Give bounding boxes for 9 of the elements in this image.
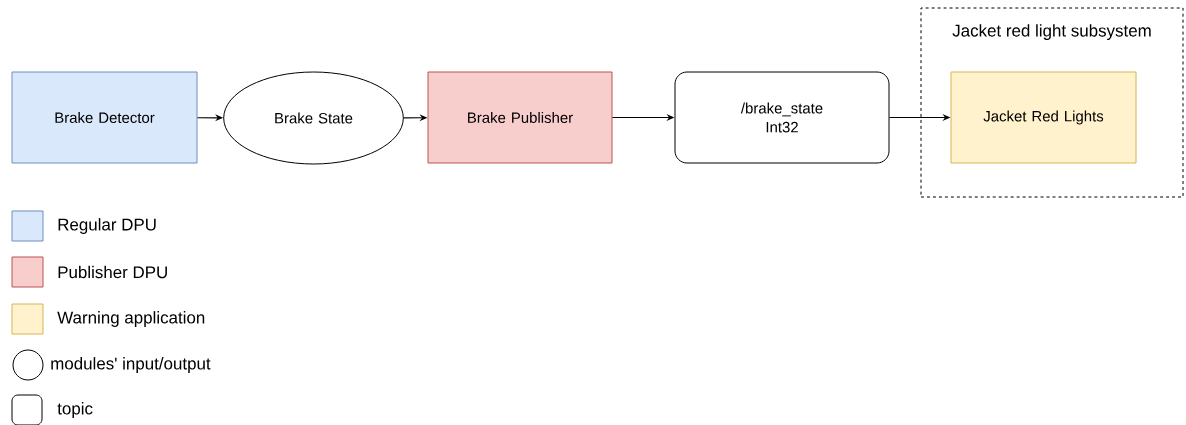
process-box: Jacket Red Lights: [950, 71, 1137, 164]
legend-text: Warning application: [57, 311, 205, 327]
legend-text: Publisher DPU: [58, 265, 167, 279]
topic-box: /brake_state Int32: [674, 71, 890, 164]
legend-text: topic: [57, 402, 93, 418]
process-box: Brake Publisher: [427, 71, 613, 164]
legend-text: modules' input/output: [51, 357, 211, 373]
process-box: Brake Detector: [11, 71, 198, 164]
legend-text: Regular DPU: [58, 218, 156, 234]
